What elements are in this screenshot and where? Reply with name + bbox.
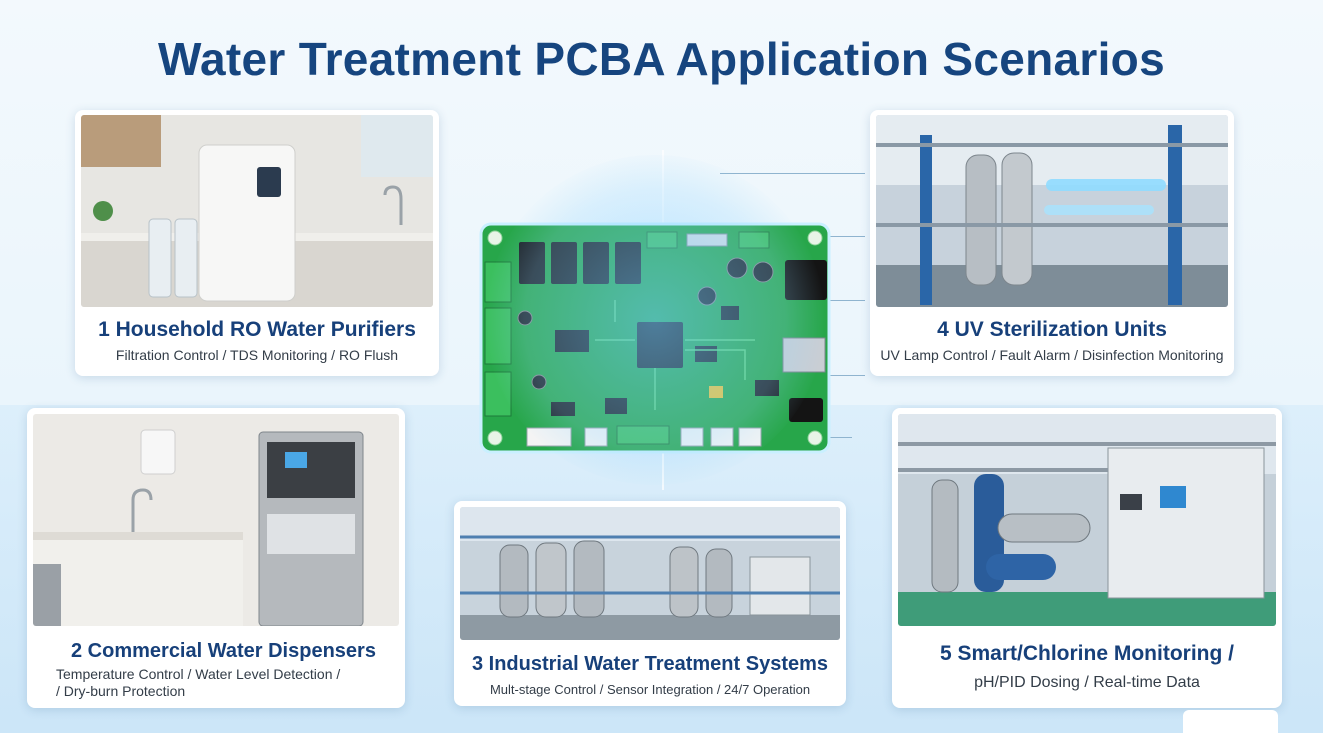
scenario-description: Filtration Control / TDS Monitoring / RO… bbox=[115, 347, 399, 363]
scenario-description: Temperature Control / Water Level Detect… bbox=[56, 666, 341, 682]
scenario-card-smart-chlorine: 5 Smart/Chlorine Monitoring / pH/PID Dos… bbox=[892, 408, 1282, 708]
connector-line bbox=[820, 236, 865, 237]
decorative-tab bbox=[1183, 710, 1278, 733]
scenario-description: pH/PID Dosing / Real-time Data bbox=[974, 674, 1200, 691]
scenario-title: 1 Household RO Water Purifiers bbox=[98, 318, 416, 341]
scenario-card-uv-sterilization: 4 UV Sterilization Units UV Lamp Control… bbox=[870, 110, 1234, 376]
industrial-plant-photo bbox=[460, 507, 840, 640]
scenario-description: UV Lamp Control / Fault Alarm / Disinfec… bbox=[880, 347, 1224, 363]
scenario-title: 4 UV Sterilization Units bbox=[937, 318, 1167, 341]
connector-line bbox=[830, 375, 865, 376]
uv-sterilization-photo bbox=[876, 115, 1228, 307]
connector-line bbox=[830, 300, 865, 301]
pcb-board-illustration bbox=[455, 150, 855, 490]
commercial-dispenser-photo bbox=[33, 414, 399, 626]
scenario-title: 2 Commercial Water Dispensers bbox=[71, 640, 376, 662]
page-title: Water Treatment PCBA Application Scenari… bbox=[158, 33, 1165, 85]
scenario-card-household-ro: 1 Household RO Water Purifiers Filtratio… bbox=[75, 110, 439, 376]
connector-line bbox=[720, 173, 865, 174]
scenario-title: 5 Smart/Chlorine Monitoring / bbox=[939, 642, 1234, 665]
scenario-title: 3 Industrial Water Treatment Systems bbox=[471, 653, 829, 675]
pcb-glow bbox=[485, 155, 825, 485]
scenario-card-commercial-dispensers: 2 Commercial Water Dispensers Temperatur… bbox=[27, 408, 405, 708]
household-kitchen-photo bbox=[81, 115, 433, 307]
scenario-description: / Dry-burn Protection bbox=[56, 683, 186, 699]
connector-line bbox=[830, 437, 852, 438]
scenario-description: Mult-stage Control / Sensor Integration … bbox=[489, 682, 811, 697]
scenario-card-industrial-systems: 3 Industrial Water Treatment Systems Mul… bbox=[454, 501, 846, 706]
chlorine-monitoring-photo bbox=[898, 414, 1276, 626]
